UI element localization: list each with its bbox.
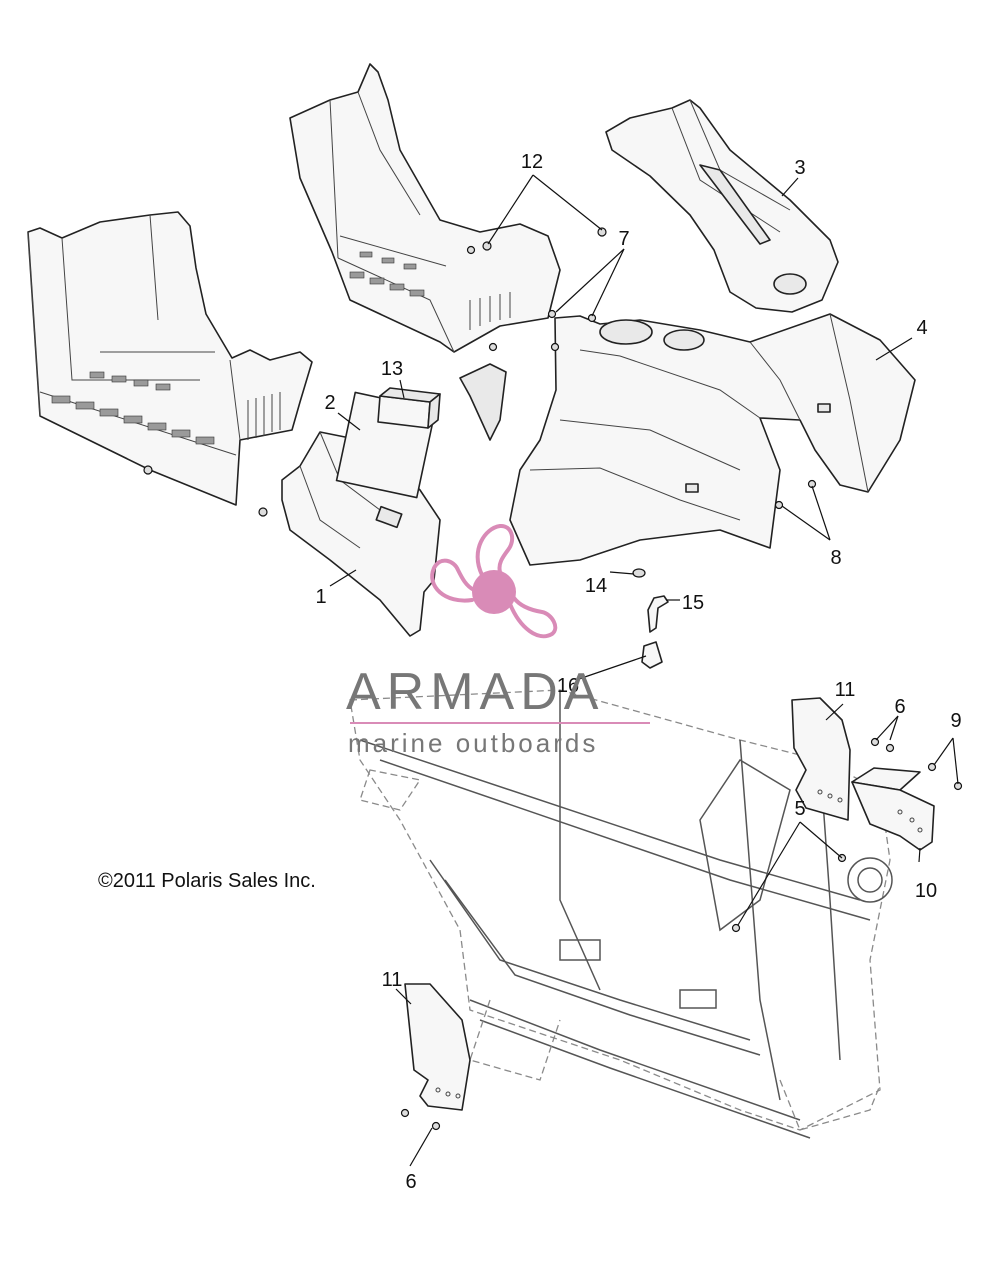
callout-16: 16 bbox=[557, 675, 579, 697]
screw-icon bbox=[466, 245, 476, 255]
splash-guard-part-11-lower bbox=[404, 983, 471, 1111]
screw-icon bbox=[488, 342, 498, 352]
callout-14: 14 bbox=[585, 575, 607, 597]
callout-6-upper: 6 bbox=[894, 696, 905, 718]
screw-icon bbox=[731, 923, 741, 933]
callout-3: 3 bbox=[794, 157, 805, 179]
hose-part-15 bbox=[647, 595, 669, 633]
screw-icon bbox=[143, 465, 153, 475]
callout-labels: 1 2 3 4 5 6 6 7 8 9 10 11 11 12 13 14 15… bbox=[315, 151, 961, 1193]
fasteners bbox=[143, 227, 963, 1131]
watermark-brand: ARMADA bbox=[346, 663, 605, 721]
screw-icon bbox=[482, 241, 492, 251]
screw-icon bbox=[550, 342, 560, 352]
callout-9: 9 bbox=[950, 710, 961, 732]
copyright-notice: ©2011 Polaris Sales Inc. bbox=[98, 870, 316, 892]
watermark-tagline: marine outboards bbox=[348, 728, 599, 758]
callout-8: 8 bbox=[830, 547, 841, 569]
callout-2: 2 bbox=[324, 392, 335, 414]
screw-icon bbox=[400, 1108, 410, 1118]
callout-5: 5 bbox=[794, 798, 805, 820]
callout-12: 12 bbox=[521, 151, 543, 173]
leader-lines bbox=[329, 174, 959, 1167]
upper-footwell-part bbox=[289, 63, 561, 353]
callout-11-upper: 11 bbox=[835, 679, 856, 701]
callout-1: 1 bbox=[315, 586, 326, 608]
screw-icon bbox=[547, 309, 557, 319]
grommet-part-14 bbox=[632, 568, 646, 578]
callout-10: 10 bbox=[915, 880, 937, 902]
callout-13: 13 bbox=[381, 358, 403, 380]
screw-icon bbox=[258, 507, 268, 517]
callout-4: 4 bbox=[916, 317, 927, 339]
propeller-logo-icon bbox=[430, 524, 558, 639]
screw-icon bbox=[885, 743, 895, 753]
splash-guard-part-11-upper bbox=[791, 697, 851, 821]
chassis-frame bbox=[349, 689, 893, 1139]
watermark-divider bbox=[350, 722, 650, 724]
tank-cover-part-3 bbox=[605, 99, 839, 313]
screw-icon bbox=[597, 227, 607, 237]
clip-part-16 bbox=[641, 641, 663, 669]
callout-7: 7 bbox=[618, 228, 629, 250]
front-fender-part-4 bbox=[459, 313, 916, 566]
bracket-part-10 bbox=[851, 767, 935, 851]
screw-icon bbox=[587, 313, 597, 323]
callout-6-lower: 6 bbox=[405, 1171, 416, 1193]
screw-icon bbox=[870, 737, 880, 747]
screw-icon bbox=[431, 1121, 441, 1131]
callout-11-lower: 11 bbox=[382, 969, 403, 991]
left-footwell-part bbox=[27, 211, 313, 506]
foam-block-part-13 bbox=[377, 387, 441, 429]
callout-15: 15 bbox=[682, 592, 704, 614]
screw-icon bbox=[774, 500, 784, 510]
screw-icon bbox=[927, 762, 937, 772]
